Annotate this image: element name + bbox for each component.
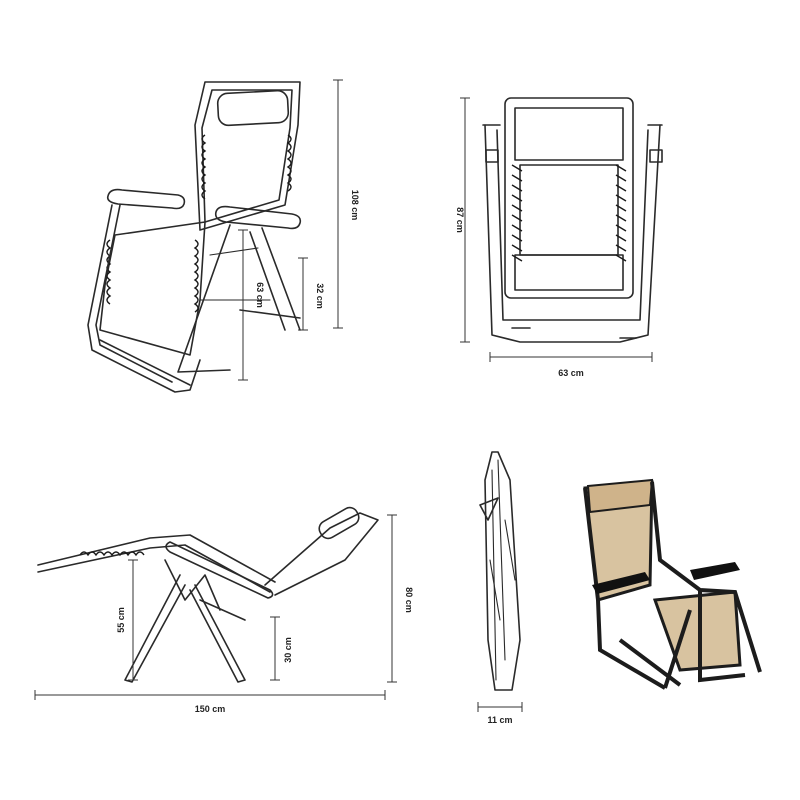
upright-chair-view: 108 cm 63 cm 32 cm [87,79,360,393]
folded-side-view: 11 cm [477,451,523,725]
folded-side-drawing [479,451,521,691]
upright-chair-drawing [87,81,302,393]
dimension-label-32: 32 cm [315,283,325,309]
reclined-side-view: 80 cm 55 cm 30 cm 150 cm [34,506,414,714]
product-photo [583,478,762,690]
dimension-label-30: 30 cm [283,637,293,663]
dimension-label-80: 80 cm [404,587,414,613]
dimension-label-11: 11 cm [487,715,512,725]
reclined-side-drawing [37,506,379,683]
front-folded-view: 87 cm 63 cm [455,97,663,378]
dimension-label-87: 87 cm [455,207,465,233]
dimension-label-63-width: 63 cm [558,368,584,378]
dimension-label-63-seat: 63 cm [255,282,265,308]
dimension-label-108: 108 cm [350,190,360,221]
front-folded-drawing [482,97,663,343]
dimension-label-55: 55 cm [116,607,126,633]
dimension-label-150: 150 cm [195,704,226,714]
